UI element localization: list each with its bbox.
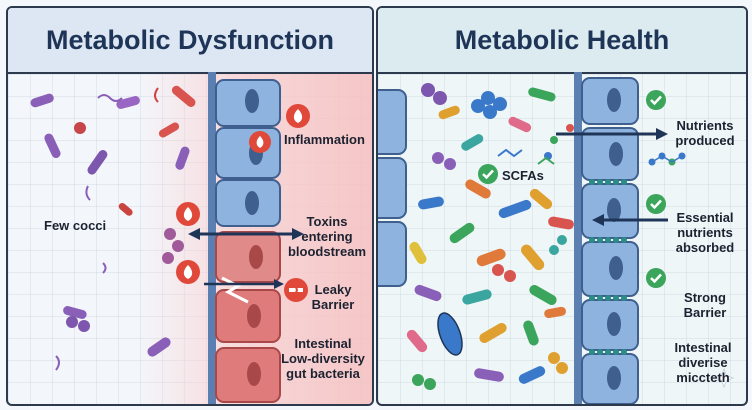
nutrients-produced-label: Nutrients produced bbox=[675, 118, 735, 148]
check-icon bbox=[646, 268, 666, 288]
panel-title: Metabolic Health bbox=[378, 8, 746, 74]
toxins-label: Toxins entering bloodstream bbox=[287, 214, 366, 259]
absorption-arrow bbox=[592, 214, 668, 226]
flame-icon bbox=[249, 131, 271, 153]
nutrients-produced-arrow bbox=[556, 128, 668, 140]
panel-title: Metabolic Dysfunction bbox=[8, 8, 372, 74]
strong-barrier-label: Strong Barrier bbox=[683, 290, 727, 320]
sparse-bacteria bbox=[30, 85, 196, 371]
leaky-barrier-label: Leaky Barrier bbox=[311, 282, 355, 312]
epithelial-left-edge bbox=[378, 89, 407, 287]
health-illustration bbox=[378, 72, 735, 404]
metabolic-dysfunction-panel: Metabolic Dysfunction bbox=[6, 6, 374, 406]
gut-bacteria-label: Intestinal Low-diversity gut bacteria bbox=[281, 336, 365, 381]
scfas-label: SCFAs bbox=[502, 168, 544, 183]
broken-barrier-icon bbox=[284, 278, 308, 302]
leaky-arrow bbox=[204, 279, 284, 289]
sparkle-icon bbox=[713, 367, 735, 389]
flame-icon bbox=[176, 202, 200, 226]
tight-junctions bbox=[589, 179, 627, 355]
flame-icon bbox=[176, 260, 200, 284]
diverse-bacteria bbox=[406, 83, 574, 390]
check-icon bbox=[646, 90, 666, 110]
check-icon bbox=[646, 194, 666, 214]
epithelial-wall bbox=[208, 72, 281, 404]
flame-icon bbox=[286, 104, 310, 128]
few-cocci-label: Few cocci bbox=[44, 218, 107, 233]
intestinal-label: Intestinal diverise miccteth bbox=[674, 340, 732, 385]
epithelial-wall bbox=[574, 72, 639, 404]
toxin-arrow bbox=[188, 228, 304, 240]
inflammation-label: Inflammation bbox=[284, 132, 365, 147]
essential-nutrients-label: Essential nutrients absorbed bbox=[675, 210, 735, 255]
dysfunction-illustration bbox=[30, 72, 310, 404]
nutrient-molecule-icon bbox=[648, 152, 686, 166]
barrier-crack bbox=[221, 276, 249, 304]
metabolic-health-panel: Metabolic Health bbox=[376, 6, 748, 406]
check-icon bbox=[478, 164, 498, 184]
